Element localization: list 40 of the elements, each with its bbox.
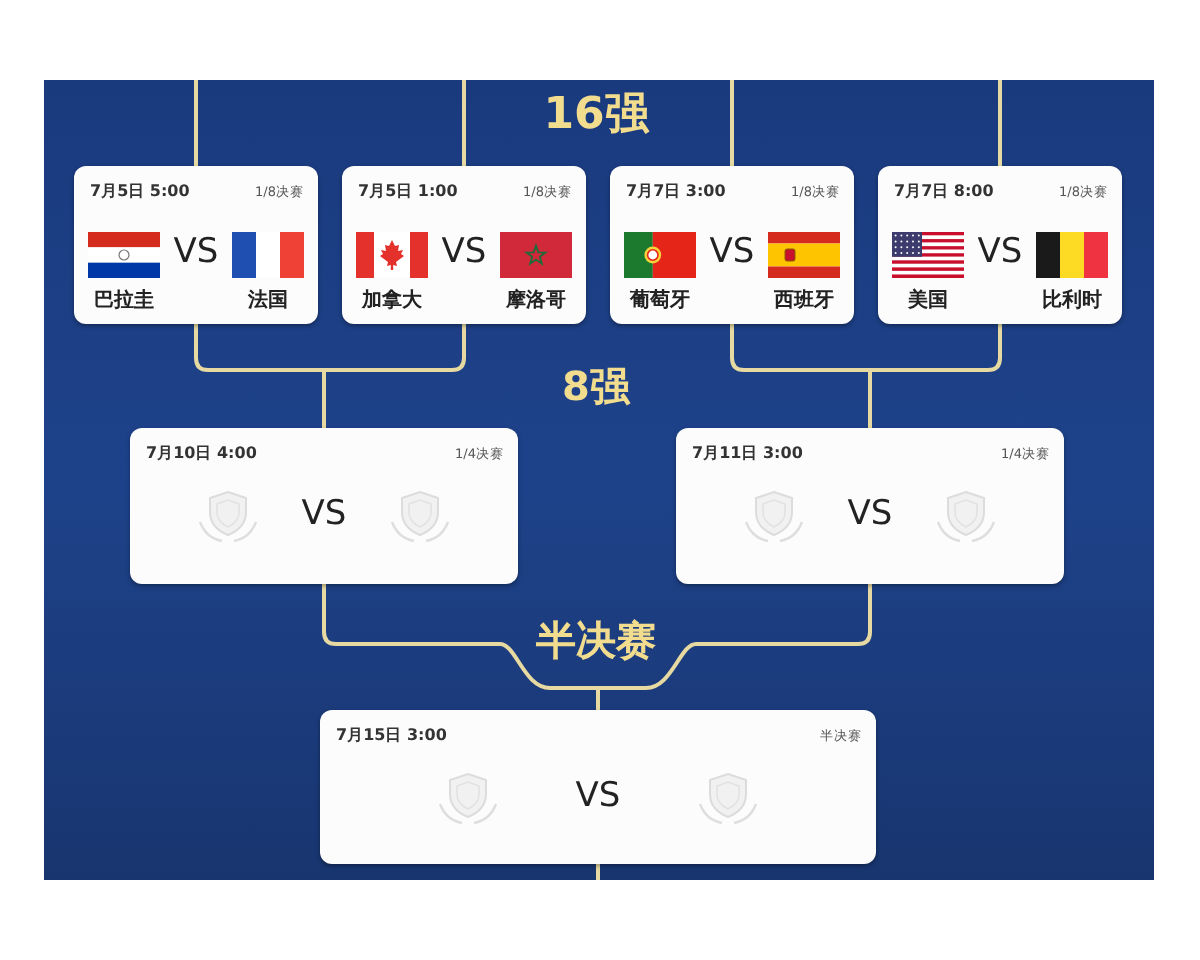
round-heading: 8强: [562, 364, 630, 410]
team-name: 法国: [248, 290, 288, 314]
vs-label: VS: [441, 232, 487, 272]
bracket-line: [998, 80, 1002, 166]
vs-label: VS: [977, 232, 1023, 272]
match-date: 7月5日 5:00: [90, 182, 190, 202]
bracket-line: [194, 80, 198, 166]
team-name: 西班牙: [774, 290, 834, 314]
match-date: 7月7日 3:00: [626, 182, 726, 202]
team-name: 比利时: [1042, 290, 1102, 314]
vs-label: VS: [301, 494, 347, 534]
match-card: [74, 166, 318, 324]
team-name: 葡萄牙: [630, 290, 690, 314]
bracket-line: [596, 584, 872, 710]
match-card: [130, 428, 518, 584]
match-date: 7月10日 4:00: [146, 444, 257, 464]
team-name: 巴拉圭: [94, 290, 154, 314]
bracket-line: [730, 80, 734, 166]
match-date: 7月5日 1:00: [358, 182, 458, 202]
round-heading: 半决赛: [536, 618, 656, 664]
vs-label: VS: [173, 232, 219, 272]
vs-label: VS: [847, 494, 893, 534]
match-date: 7月15日 3:00: [336, 726, 447, 746]
round-heading: 16强: [543, 90, 649, 140]
bracket-line: [596, 864, 600, 880]
match-date: 7月11日 3:00: [692, 444, 803, 464]
match-date: 7月7日 8:00: [894, 182, 994, 202]
team-name: 美国: [908, 290, 948, 314]
match-card: [342, 166, 586, 324]
match-card: [610, 166, 854, 324]
team-name: 加拿大: [362, 290, 422, 314]
match-card: [878, 166, 1122, 324]
vs-label: VS: [575, 776, 621, 816]
bracket-line: [322, 324, 466, 428]
bracket-line: [462, 80, 466, 166]
match-card: [320, 710, 876, 864]
team-name: 摩洛哥: [506, 290, 566, 314]
vs-label: VS: [709, 232, 755, 272]
match-card: [676, 428, 1064, 584]
bracket-line: [868, 324, 1002, 428]
